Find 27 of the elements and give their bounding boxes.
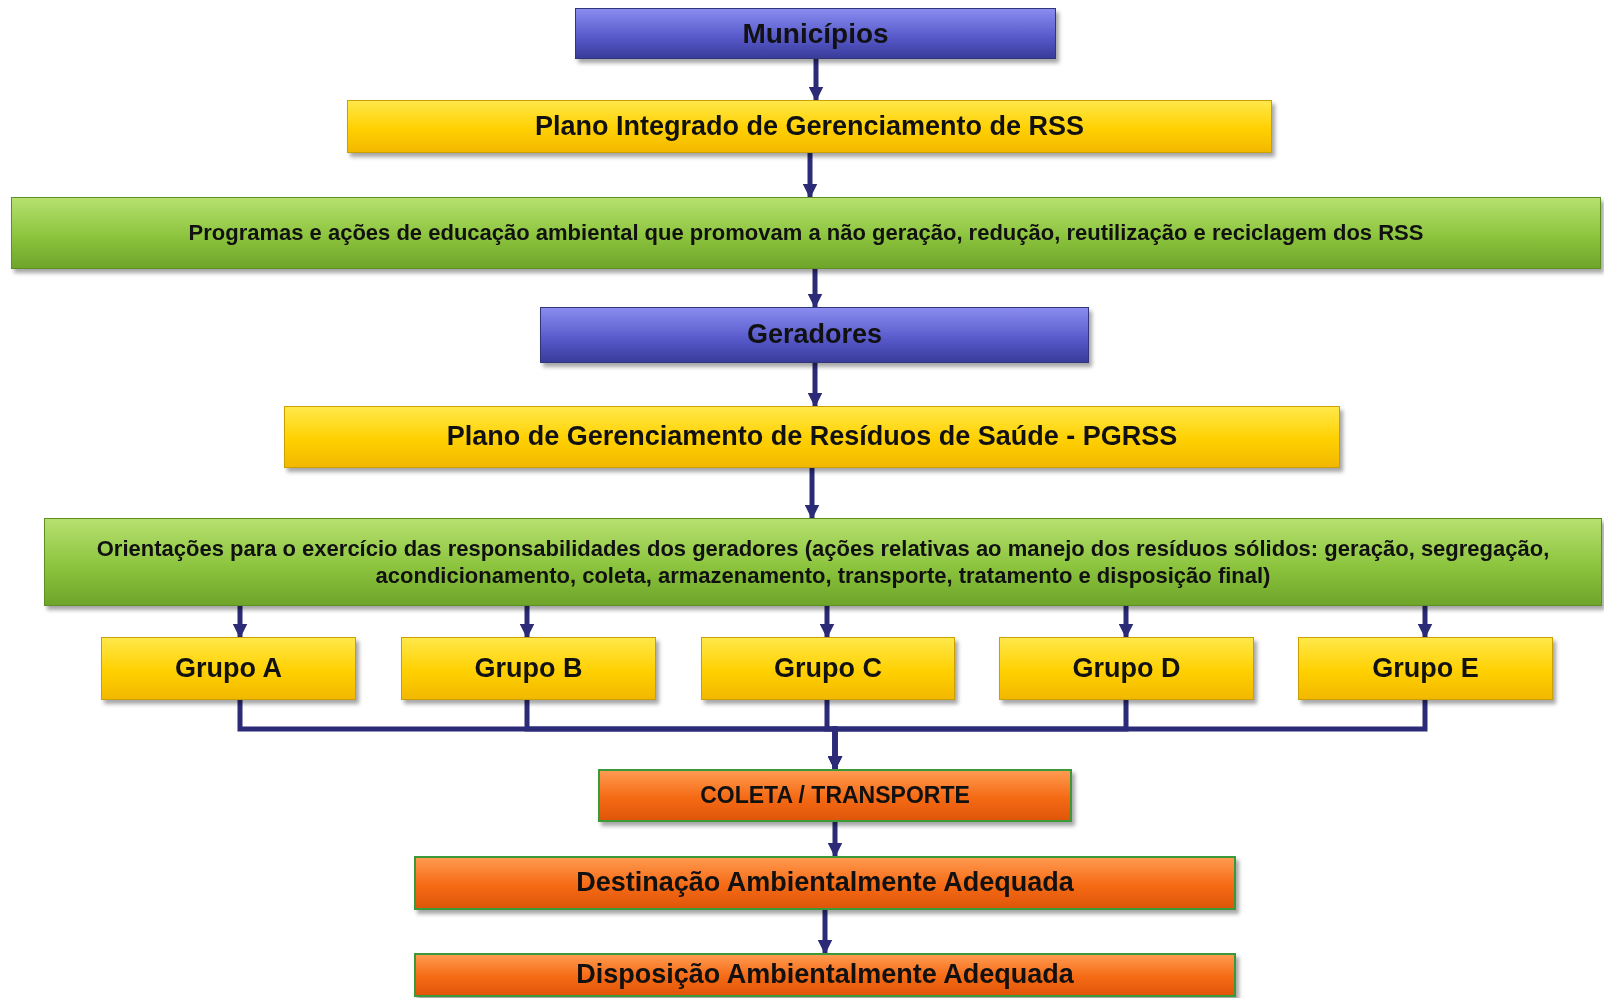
process-box: Plano Integrado de Gerenciamento de RSS bbox=[347, 100, 1272, 153]
arrow bbox=[807, 363, 823, 408]
process-box: Programas e ações de educação ambiental que promovam a não geração, redução, reutilização e reciclagem dos RSS bbox=[11, 197, 1601, 269]
arrow bbox=[807, 269, 823, 309]
process-box: Grupo C bbox=[701, 637, 955, 700]
process-box: COLETA / TRANSPORTE bbox=[598, 769, 1072, 822]
arrow bbox=[819, 606, 835, 639]
actor-box: Municípios bbox=[575, 8, 1056, 59]
process-box: Destinação Ambientalmente Adequada bbox=[414, 856, 1236, 910]
arrow bbox=[827, 822, 843, 858]
arrow bbox=[804, 468, 820, 520]
arrow bbox=[802, 153, 818, 199]
arrow bbox=[817, 910, 833, 955]
process-box: Grupo B bbox=[401, 637, 656, 700]
arrow bbox=[808, 59, 824, 102]
process-box: Grupo E bbox=[1298, 637, 1553, 700]
process-box: Grupo A bbox=[101, 637, 356, 700]
process-box: Grupo D bbox=[999, 637, 1254, 700]
arrow bbox=[1118, 606, 1134, 639]
actor-box: Geradores bbox=[540, 307, 1089, 363]
process-box: Orientações para o exercício das responsabilidades dos geradores (ações relativas ao manejo dos resíduos sólidos: geração, segregação, acondicionamento, coleta, armazenamento, transporte, tratamento e disposição final) bbox=[44, 518, 1602, 606]
process-box: Disposição Ambientalmente Adequada bbox=[414, 953, 1236, 997]
arrow bbox=[519, 606, 535, 639]
arrow bbox=[827, 700, 1428, 771]
arrow bbox=[232, 606, 248, 639]
process-box: Plano de Gerenciamento de Resíduos de Saúde - PGRSS bbox=[284, 406, 1340, 468]
arrow bbox=[1417, 606, 1433, 639]
